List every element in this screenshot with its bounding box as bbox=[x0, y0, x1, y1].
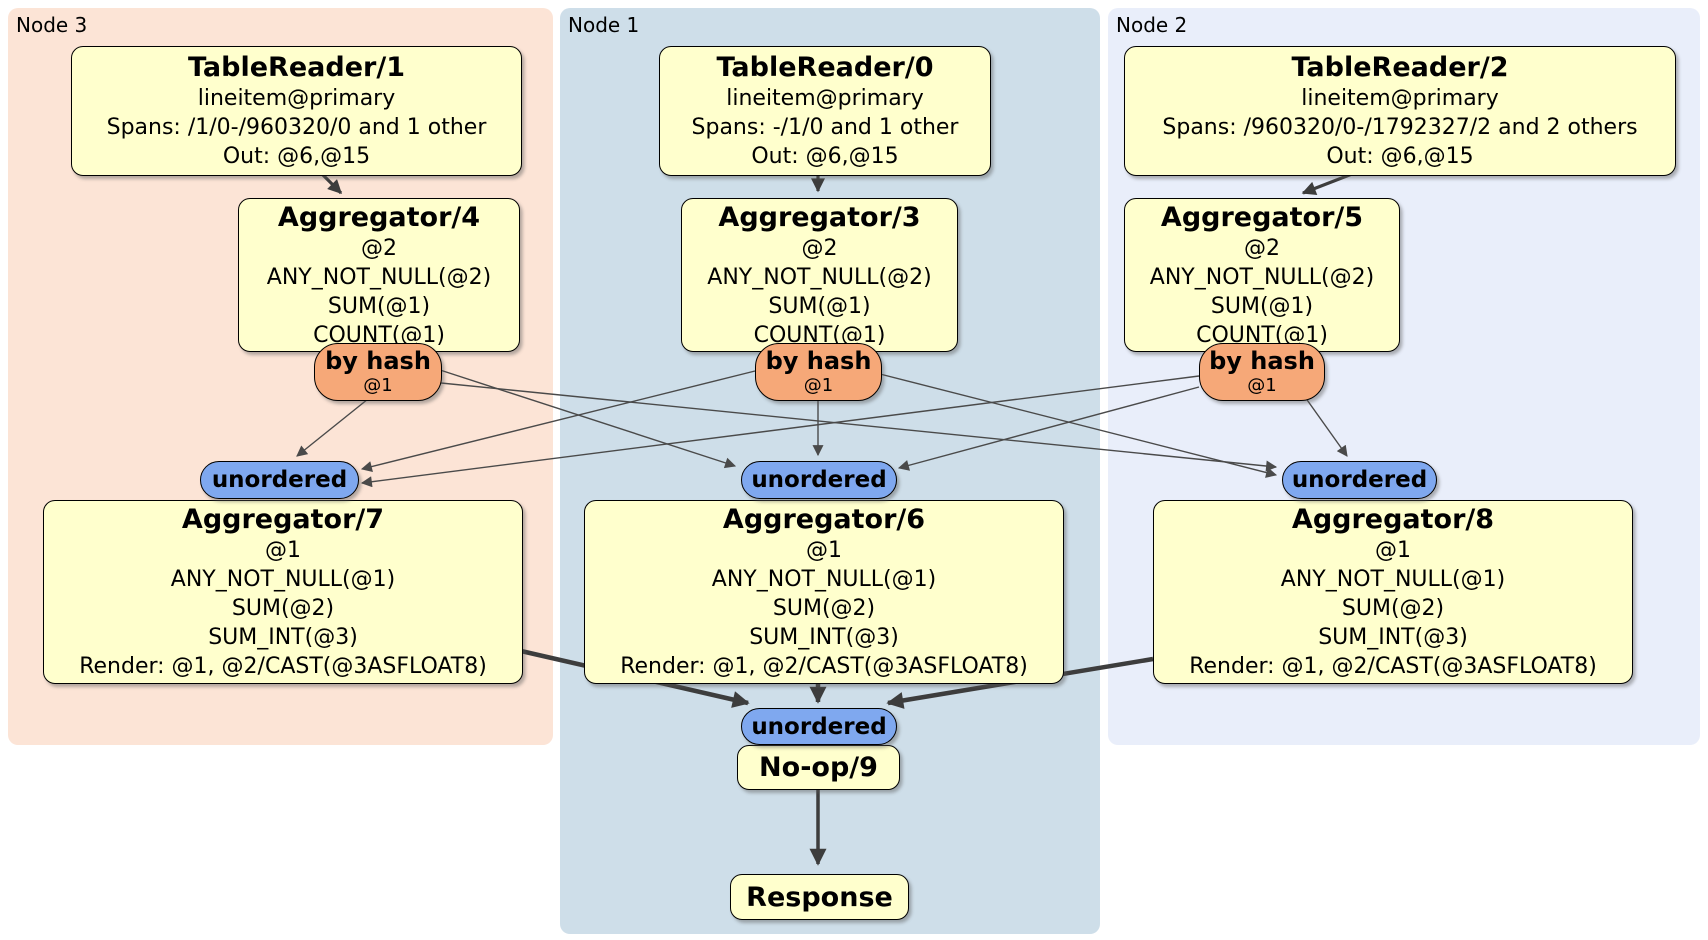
noop-9-box: No-op/9 bbox=[737, 745, 900, 790]
by-hash-router-node1: by hash @1 bbox=[755, 343, 882, 401]
aggregator-3-box: Aggregator/3 @2 ANY_NOT_NULL(@2) SUM(@1)… bbox=[681, 198, 958, 352]
response-title: Response bbox=[746, 881, 893, 913]
response-box: Response bbox=[730, 874, 909, 920]
node1-region-label: Node 1 bbox=[568, 13, 640, 37]
edge-hash1-sync3 bbox=[360, 370, 756, 472]
edge-hash1-sync2 bbox=[879, 373, 1278, 478]
aggregator-6-box: Aggregator/6 @1 ANY_NOT_NULL(@1) SUM(@2)… bbox=[584, 500, 1064, 684]
noop-9-title: No-op/9 bbox=[759, 752, 878, 783]
aggregator-6-title: Aggregator/6 bbox=[722, 504, 926, 535]
unordered-sync-final: unordered bbox=[741, 708, 897, 745]
edge-hash2-sync1 bbox=[897, 386, 1200, 471]
by-hash-router-node3: by hash @1 bbox=[314, 343, 442, 401]
edge-hash3-sync2 bbox=[440, 382, 1278, 472]
tablereader-0-box: TableReader/0 lineitem@primary Spans: -/… bbox=[659, 46, 991, 176]
aggregator-8-box: Aggregator/8 @1 ANY_NOT_NULL(@1) SUM(@2)… bbox=[1153, 500, 1633, 684]
edge-hash2-sync3 bbox=[360, 375, 1200, 488]
edge-hash3-sync1 bbox=[439, 369, 737, 469]
aggregator-5-box: Aggregator/5 @2 ANY_NOT_NULL(@2) SUM(@1)… bbox=[1124, 198, 1400, 352]
aggregator-3-title: Aggregator/3 bbox=[718, 201, 921, 233]
edge-tablereader1-aggregator4 bbox=[320, 172, 343, 195]
edge-hash2-sync2 bbox=[1304, 396, 1348, 457]
edge-tablereader2-aggregator5 bbox=[1301, 172, 1353, 195]
edge-hash3-sync3 bbox=[296, 398, 369, 457]
aggregator-4-box: Aggregator/4 @2 ANY_NOT_NULL(@2) SUM(@1)… bbox=[238, 198, 520, 352]
tablereader-2-box: TableReader/2 lineitem@primary Spans: /9… bbox=[1124, 46, 1676, 176]
aggregator-7-box: Aggregator/7 @1 ANY_NOT_NULL(@1) SUM(@2)… bbox=[43, 500, 523, 684]
node2-region-label: Node 2 bbox=[1116, 13, 1188, 37]
tablereader-1-box: TableReader/1 lineitem@primary Spans: /1… bbox=[71, 46, 522, 176]
aggregator-4-title: Aggregator/4 bbox=[277, 201, 481, 233]
tablereader-2-title: TableReader/2 bbox=[1291, 52, 1509, 83]
aggregator-8-title: Aggregator/8 bbox=[1291, 504, 1495, 535]
unordered-sync-node2: unordered bbox=[1282, 461, 1437, 499]
aggregator-5-title: Aggregator/5 bbox=[1160, 201, 1364, 233]
aggregator-7-title: Aggregator/7 bbox=[181, 504, 385, 535]
tablereader-0-title: TableReader/0 bbox=[716, 52, 934, 83]
node3-region-label: Node 3 bbox=[16, 13, 88, 37]
tablereader-1-title: TableReader/1 bbox=[188, 52, 405, 83]
by-hash-router-node2: by hash @1 bbox=[1199, 343, 1325, 401]
unordered-sync-node3: unordered bbox=[200, 461, 359, 499]
unordered-sync-node1: unordered bbox=[741, 461, 897, 499]
